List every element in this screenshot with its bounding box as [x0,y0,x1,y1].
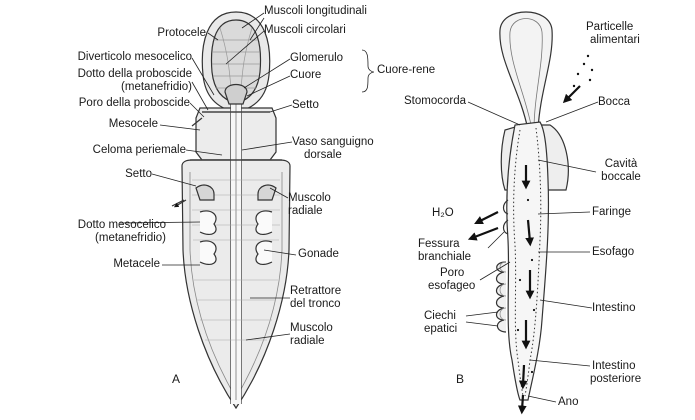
label-poro-esofageo-sub: esofageo [428,280,476,292]
label-cavita: Cavità [604,158,638,170]
label-intestino: Intestino [592,302,636,314]
glomerulus [224,83,248,105]
proboscis-loop [499,11,553,131]
cuore-rene-brace [361,49,375,93]
label-muscoli-longitudinali: Muscoli longitudinali [264,5,367,17]
label-intestino-posteriore-sub: posteriore [590,373,642,385]
panel-a-body [171,11,291,410]
label-particelle: Particelle [586,21,634,33]
food-particles [516,54,594,374]
label-fessura: Fessura [418,238,460,250]
label-fessura-sub: branchiale [418,251,472,263]
panel-b-body [467,11,594,415]
label-mesocele: Mesocele [108,118,158,130]
label-cuore: Cuore [290,69,322,81]
label-faringe: Faringe [592,206,631,218]
label-retrattore-sub: del tronco [290,298,341,310]
label-muscolo-radiale-a-sub: radiale [288,205,323,217]
gut-outline [506,121,550,401]
gonads [199,210,273,266]
label-ciechi: Ciechi [424,310,456,322]
label-ano: Ano [558,396,579,408]
label-protocele: Protocele [157,27,206,39]
hepatic-caeca [495,261,507,333]
label-cavita-sub: boccale [601,171,641,183]
label-diverticolo: Diverticolo mesocelico [77,51,192,63]
panel-b-letter: B [456,372,465,386]
label-esofago: Esofago [592,246,635,258]
label-intestino-posteriore: Intestino [592,360,636,372]
label-retrattore: Retrattore [290,285,342,297]
label-cuore-rene: Cuore-rene [377,64,436,76]
label-dotto-mesocelico: Dotto mesocelico [77,219,166,231]
label-muscolo-radiale-b: Muscolo [290,322,333,334]
label-ciechi-sub: epatici [424,323,458,335]
label-muscolo-radiale-b-sub: radiale [290,335,325,347]
label-particelle-sub: alimentari [590,34,640,46]
label-celoma-periemale: Celoma periemale [92,144,186,156]
label-dotto-proboscide-sub: (metanefridio) [121,81,192,93]
label-poro-esofageo: Poro [440,267,465,279]
label-vaso-dorsale: dorsale [304,149,342,161]
label-setto-mid: Setto [125,168,152,180]
label-dotto-mesocelico-sub: (metanefridio) [95,232,166,244]
label-stomocorda: Stomocorda [403,95,466,107]
label-bocca: Bocca [598,96,630,108]
label-glomerulo: Glomerulo [290,52,344,64]
panel-a-letter: A [172,372,181,386]
label-poro-proboscide: Poro della proboscide [78,97,190,109]
panel-a-leaders [119,12,297,341]
label-vaso-sanguigno: Vaso sanguigno [292,136,374,148]
flow-arrows [467,85,581,415]
panel-b-leaders [465,101,599,403]
label-setto-top: Setto [292,99,319,111]
label-metacele: Metacele [113,258,160,270]
label-h2o: H₂O [432,207,454,219]
label-muscoli-circolari: Muscoli circolari [264,24,346,36]
label-gonade: Gonade [298,248,339,260]
label-dotto-proboscide: Dotto della proboscide [77,68,192,80]
label-muscolo-radiale-a: Muscolo [288,192,331,204]
